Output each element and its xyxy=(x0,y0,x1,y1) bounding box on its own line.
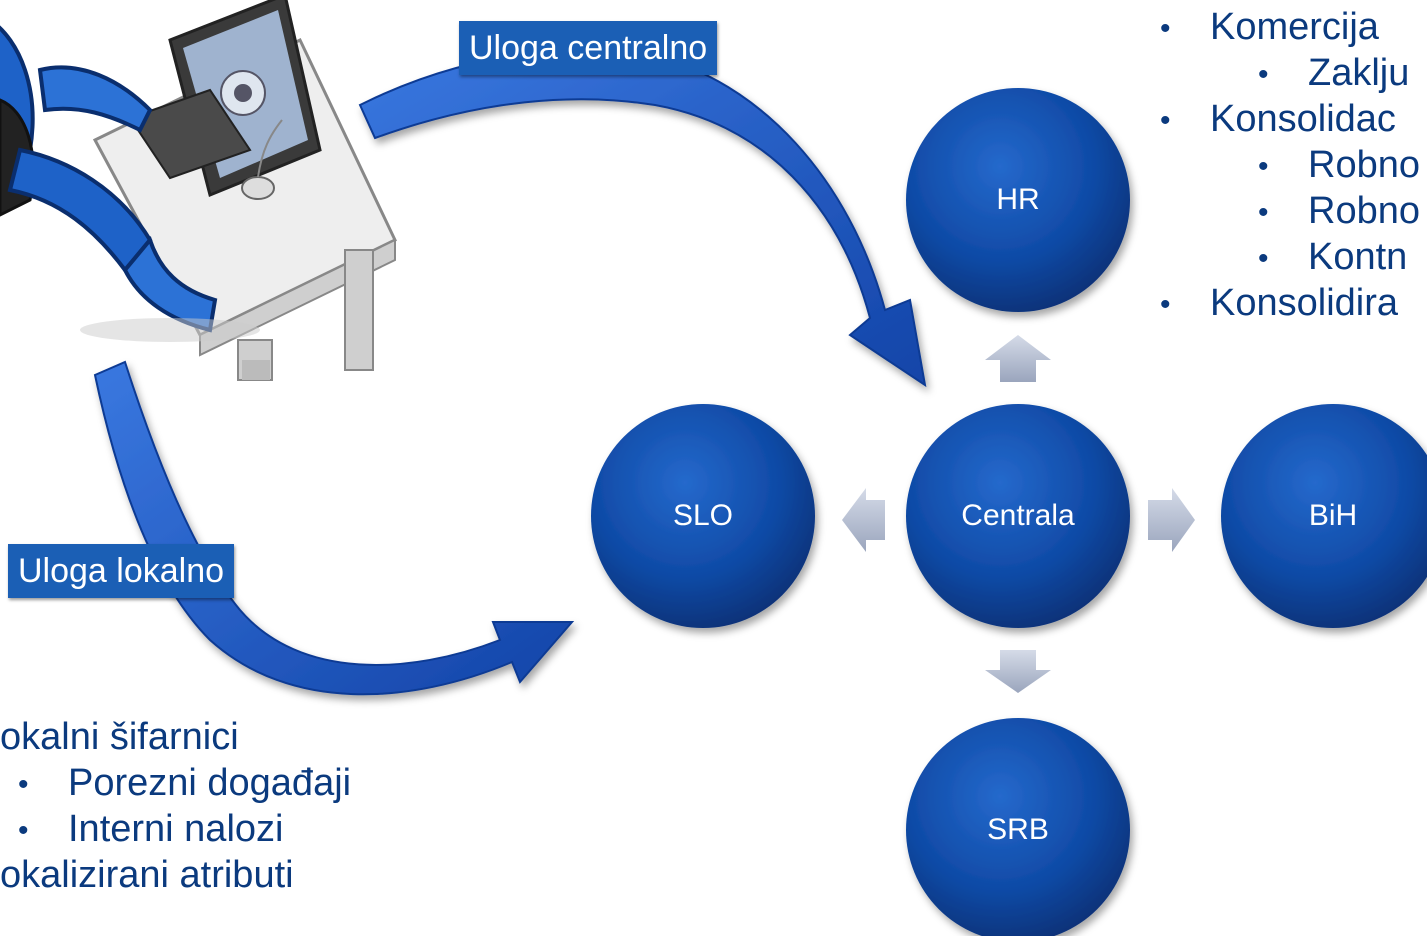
connector-arrow-left xyxy=(842,488,885,552)
central-arrow xyxy=(358,48,927,388)
bullet-icon: • xyxy=(1258,58,1269,91)
left-bullet-list: okalni šifarnici • Porezni događaji • Inte… xyxy=(0,714,351,898)
list-item: • Konsolidac xyxy=(1148,96,1420,142)
list-item: okalni šifarnici xyxy=(0,714,351,760)
bullet-icon: • xyxy=(1258,150,1269,183)
mouse xyxy=(241,176,275,200)
list-item-text: Zaklju xyxy=(1308,52,1410,94)
floor-shadow xyxy=(80,318,260,342)
person-foot xyxy=(122,235,218,333)
node-label-top: HR xyxy=(996,183,1040,216)
bullet-icon: • xyxy=(1258,242,1269,275)
bullet-icon: • xyxy=(1160,288,1171,321)
list-item: • Kontn xyxy=(1148,234,1420,280)
list-item-text: Interni nalozi xyxy=(68,808,284,850)
mouse-cable xyxy=(257,119,283,178)
node-label-bottom: SRB xyxy=(987,813,1049,846)
node-label-left: SLO xyxy=(672,499,734,532)
bullet-icon: • xyxy=(18,768,29,801)
list-item: • Konsolidira xyxy=(1148,280,1420,326)
list-item-text: Kontn xyxy=(1308,236,1408,278)
screen-icon xyxy=(234,84,252,102)
node-circle-right xyxy=(1221,404,1427,628)
list-item: • Robno xyxy=(1148,188,1420,234)
connector-arrows xyxy=(842,335,1195,693)
node-circle-bottom xyxy=(906,718,1130,936)
bullet-icon: • xyxy=(18,814,29,847)
list-item-text: Robno xyxy=(1308,190,1420,232)
bullet-icon: • xyxy=(1160,104,1171,137)
node-circle-left xyxy=(591,404,815,628)
central-role-label: Uloga centralno xyxy=(459,21,718,75)
node-circles xyxy=(591,88,1427,936)
list-item-text: Komercija xyxy=(1210,6,1379,48)
keyboard xyxy=(128,88,252,180)
local-role-label: Uloga lokalno xyxy=(8,544,235,598)
desk-leg xyxy=(242,360,270,380)
list-item-text: Konsolidira xyxy=(1210,282,1398,324)
list-item: • Porezni događaji xyxy=(0,760,351,806)
bullet-icon: • xyxy=(1160,12,1171,45)
list-item: okalizirani atributi xyxy=(0,852,351,898)
list-item: • Interni nalozi xyxy=(0,806,351,852)
list-item-text: okalni šifarnici xyxy=(0,716,239,758)
node-label-center: Centrala xyxy=(961,499,1075,532)
right-bullet-list: • Komercija • Zaklju • Konsolidac • Robno • R… xyxy=(1148,4,1420,326)
computer-user-illustration xyxy=(0,0,397,381)
person-arm xyxy=(37,65,153,133)
desk-leg xyxy=(344,249,374,371)
bullet-icon: • xyxy=(1258,196,1269,229)
list-item: • Komercija xyxy=(1148,4,1420,50)
node-label-right: BiH xyxy=(1308,499,1358,532)
list-item-text: Robno xyxy=(1308,144,1420,186)
connector-arrow-up xyxy=(985,335,1051,382)
connector-arrow-right xyxy=(1148,488,1195,552)
list-item-text: Konsolidac xyxy=(1210,98,1396,140)
local-arrow xyxy=(93,360,575,696)
list-item: • Zaklju xyxy=(1148,50,1420,96)
list-item-text: Porezni događaji xyxy=(68,762,352,804)
connector-arrow-down xyxy=(985,650,1051,693)
list-item: • Robno xyxy=(1148,142,1420,188)
node-circle-center xyxy=(906,404,1130,628)
node-circle-top xyxy=(906,88,1130,312)
list-item-text: okalizirani atributi xyxy=(0,854,294,896)
